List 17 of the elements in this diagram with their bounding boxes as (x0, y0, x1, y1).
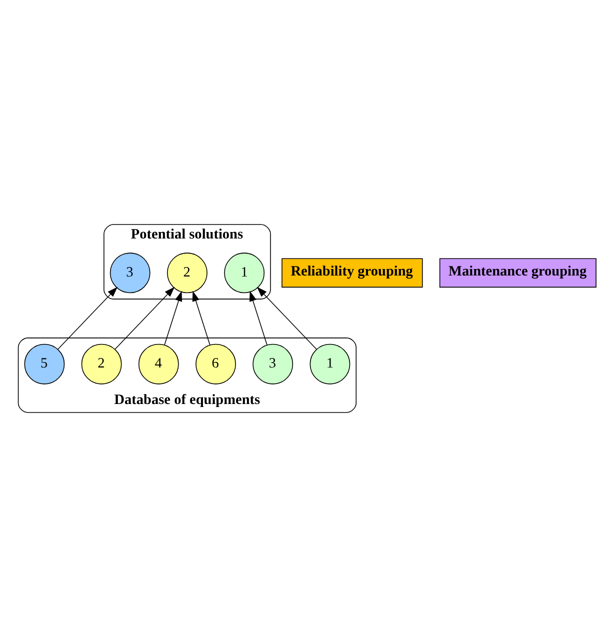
node-circle: 5 (24, 343, 65, 384)
arrow (114, 286, 175, 349)
node-box: Reliability grouping (282, 258, 423, 288)
node-circle: 2 (81, 343, 122, 384)
node-circle: 6 (196, 343, 236, 384)
node-circle: 1 (310, 343, 350, 384)
node-circle: 4 (138, 343, 179, 384)
arrow (164, 290, 182, 345)
arrow (256, 286, 317, 349)
arrow (192, 290, 210, 345)
arrow (249, 290, 268, 345)
node-circle: 2 (167, 252, 208, 293)
node-box: Maintenance grouping (439, 258, 596, 288)
node-circle: 3 (252, 343, 294, 384)
node-circle: 3 (110, 252, 150, 293)
arrow (58, 286, 118, 349)
node-circle: 1 (224, 252, 265, 293)
